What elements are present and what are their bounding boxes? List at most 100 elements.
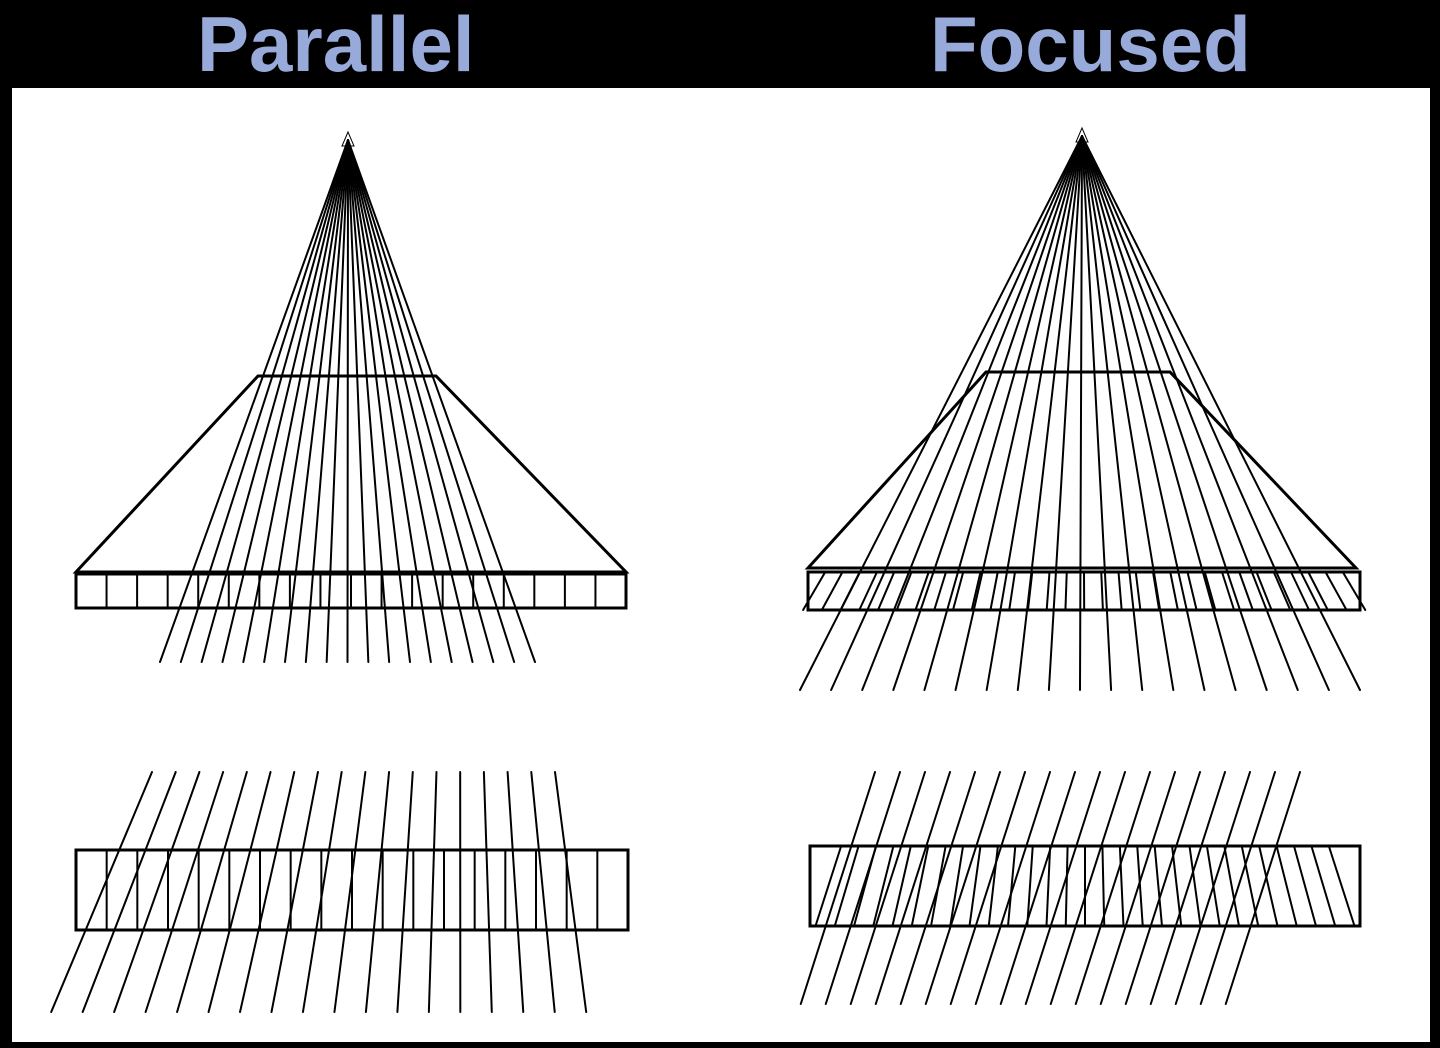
grid-lamella xyxy=(970,571,982,611)
x-ray-line xyxy=(1081,135,1113,691)
x-ray-line xyxy=(874,771,951,1005)
grid-lamella xyxy=(1117,571,1123,611)
x-ray-line xyxy=(1124,771,1201,1005)
x-ray-line xyxy=(1081,135,1330,691)
x-ray-line xyxy=(113,771,201,1013)
x-ray-line xyxy=(1079,135,1083,691)
x-ray-line xyxy=(799,771,876,1005)
x-ray-line xyxy=(301,771,343,1013)
x-ray-line xyxy=(144,771,225,1013)
grid-lamella xyxy=(1238,571,1254,611)
grid-lamella xyxy=(1255,571,1273,611)
x-ray-line xyxy=(530,771,556,1013)
x-ray-line xyxy=(179,139,349,663)
grid-lamella xyxy=(820,571,844,611)
x-ray-line xyxy=(347,139,411,663)
x-ray-line xyxy=(1224,771,1301,1005)
x-ray-line xyxy=(159,139,349,663)
grid-lamella xyxy=(1221,571,1236,611)
x-ray-line xyxy=(892,135,1083,691)
grid-lamella xyxy=(1026,845,1034,927)
focused-grid-detail xyxy=(799,771,1362,1005)
x-ray-line xyxy=(1174,771,1251,1005)
grid-lamella xyxy=(933,571,947,611)
grid-lamella xyxy=(914,571,930,611)
grid-lamella xyxy=(1008,571,1016,611)
grid-lamella xyxy=(989,571,999,611)
x-ray-line xyxy=(861,135,1083,691)
grid-lamella xyxy=(1045,571,1051,611)
x-ray-line xyxy=(325,139,349,663)
grid-lamella xyxy=(1118,845,1125,927)
grid-lamella xyxy=(1064,845,1069,927)
grid-lamella xyxy=(1275,845,1298,927)
x-ray-line xyxy=(347,139,516,663)
grid-lamella xyxy=(1341,571,1367,611)
x-ray-line xyxy=(304,139,349,663)
grid-lamella xyxy=(949,845,965,927)
grid-lamella xyxy=(1310,845,1337,927)
grid-lamella xyxy=(814,845,843,927)
grid-lamella xyxy=(1188,845,1202,927)
grid-lamella xyxy=(1186,571,1198,611)
x-ray-line xyxy=(1049,771,1126,1005)
x-ray-line xyxy=(242,139,349,663)
x-ray-line xyxy=(985,135,1083,691)
x-ray-line xyxy=(849,771,926,1005)
grid-lamella xyxy=(910,845,930,927)
grid-lamella xyxy=(1327,845,1356,927)
x-ray-line xyxy=(176,771,248,1013)
grid-lamella xyxy=(1064,571,1068,611)
x-ray-line xyxy=(207,771,272,1013)
x-ray-line xyxy=(482,771,493,1013)
parallel-grid-detail xyxy=(50,771,630,1013)
x-ray-line xyxy=(1024,771,1101,1005)
grid-lamella xyxy=(1100,571,1104,611)
x-ray-line xyxy=(824,771,901,1005)
grid-lamella xyxy=(1153,845,1163,927)
x-ray-line xyxy=(974,771,1051,1005)
x-ray-line xyxy=(346,139,349,663)
x-ray-line xyxy=(1099,771,1176,1005)
grid-lamella xyxy=(1324,571,1348,611)
x-ray-line xyxy=(830,135,1083,691)
x-ray-line xyxy=(427,771,438,1013)
grid-lamella xyxy=(1240,845,1260,927)
x-ray-line xyxy=(239,771,296,1013)
grid-lamella xyxy=(951,571,965,611)
grid-lamella xyxy=(833,845,860,927)
x-ray-line xyxy=(1074,771,1151,1005)
grid-lamella xyxy=(968,845,982,927)
x-ray-line xyxy=(347,139,432,663)
x-ray-line xyxy=(954,135,1083,691)
grid-lamella xyxy=(872,845,895,927)
grid-lamella xyxy=(839,571,861,611)
x-ray-line xyxy=(270,771,319,1013)
x-ray-line xyxy=(81,771,177,1013)
x-ray-line xyxy=(899,771,976,1005)
object-outline xyxy=(804,370,1360,570)
object-outline xyxy=(72,374,630,574)
grid-lamella xyxy=(895,571,913,611)
grid-lamella xyxy=(1169,571,1179,611)
x-ray-line xyxy=(396,771,414,1013)
grid-lamella xyxy=(891,845,912,927)
title-focused: Focused xyxy=(930,0,1251,88)
x-ray-line xyxy=(347,139,536,663)
x-ray-line xyxy=(999,771,1076,1005)
x-ray-line xyxy=(347,139,495,663)
grid-lamella xyxy=(802,571,827,611)
grid-lamella xyxy=(1007,845,1017,927)
grid-lamella xyxy=(1045,845,1052,927)
x-ray-line xyxy=(284,139,349,663)
grid-lamella xyxy=(1026,571,1034,611)
grid-lamella xyxy=(1272,571,1292,611)
x-ray-line xyxy=(1081,135,1237,691)
parallel-beam-diagram xyxy=(72,130,630,663)
x-ray-line xyxy=(949,771,1026,1005)
grid-lamella xyxy=(858,571,878,611)
x-ray-line xyxy=(506,771,525,1013)
grid-lamella xyxy=(1223,845,1240,927)
x-ray-line xyxy=(554,771,588,1013)
